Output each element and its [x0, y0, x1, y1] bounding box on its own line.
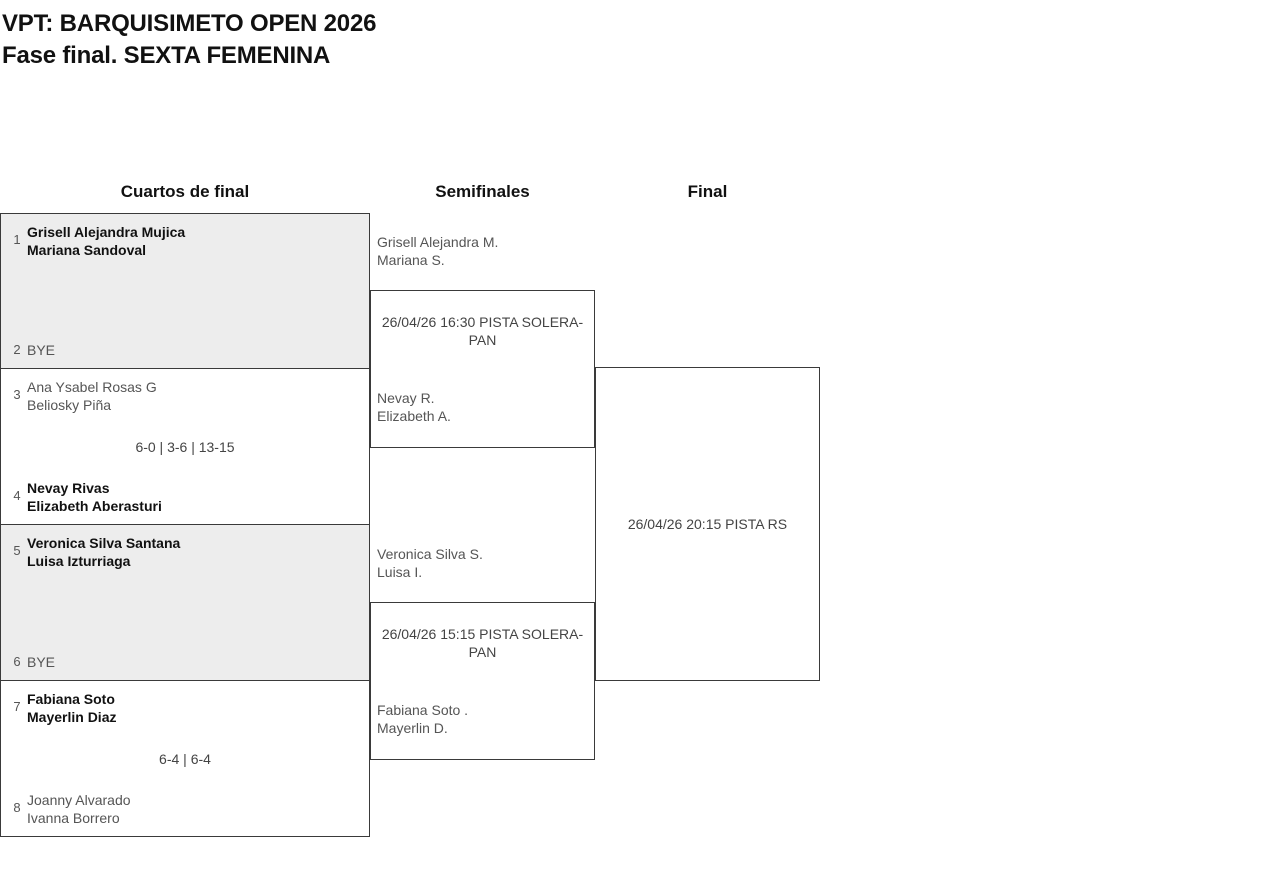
player-name: Mayerlin Diaz [27, 709, 117, 725]
match-score: 6-0 | 3-6 | 13-15 [135, 439, 235, 455]
column-header-final: Final [687, 182, 728, 201]
quarterfinal-match[interactable]: 3 Ana Ysabel Rosas G Beliosky Piña 6-0 |… [0, 369, 370, 525]
player-name: Fabiana Soto . [377, 702, 469, 718]
quarterfinal-match[interactable]: 5 Veronica Silva Santana Luisa Izturriag… [0, 525, 370, 681]
match-slot-bottom[interactable]: 4 Nevay Rivas Elizabeth Aberasturi [1, 479, 369, 515]
semifinal-schedule-box[interactable]: 26/04/26 16:30 PISTA SOLERA-PAN [370, 290, 595, 448]
player-name: Mariana S. [377, 252, 445, 268]
final-match-box[interactable]: 26/04/26 20:15 PISTA RS [595, 367, 820, 681]
player-name: Veronica Silva Santana [27, 535, 181, 551]
match-slot-top[interactable]: 1 Grisell Alejandra Mujica Mariana Sando… [1, 223, 369, 259]
seed-number: 8 [13, 800, 21, 815]
semifinal-team-top: Grisell Alejandra M. Mariana S. [377, 233, 498, 269]
player-name: Ana Ysabel Rosas G [27, 379, 157, 395]
tournament-bracket: Cuartos de final Semifinales Final 1 Gri… [0, 72, 1280, 862]
player-name: Nevay R. [377, 390, 435, 406]
player-name: Ivanna Borrero [27, 810, 120, 826]
bye-label: BYE [27, 654, 56, 670]
match-slot-bottom[interactable]: 2 BYE [1, 341, 369, 359]
player-name: Mariana Sandoval [27, 242, 147, 258]
tournament-title: VPT: BARQUISIMETO OPEN 2026 [2, 10, 377, 37]
team-names: Grisell Alejandra Mujica Mariana Sandova… [27, 223, 185, 259]
semifinal-team-bottom: Nevay R. Elizabeth A. [377, 389, 451, 425]
quarterfinal-match[interactable]: 1 Grisell Alejandra Mujica Mariana Sando… [0, 213, 370, 369]
match-schedule: 26/04/26 16:30 PISTA SOLERA-PAN [381, 314, 584, 348]
page-title: VPT: BARQUISIMETO OPEN 2026 Fase final. … [0, 0, 1280, 72]
semifinal-team-bottom: Fabiana Soto . Mayerlin D. [377, 701, 468, 737]
quarterfinal-match[interactable]: 7 Fabiana Soto Mayerlin Diaz 6-4 | 6-4 8… [0, 681, 370, 837]
column-header-semifinals: Semifinales [435, 182, 530, 201]
player-name: Luisa Izturriaga [27, 553, 131, 569]
player-name: Elizabeth A. [377, 408, 451, 424]
semifinal-match[interactable]: Grisell Alejandra M. Mariana S. 26/04/26… [370, 213, 595, 525]
semifinal-schedule-box[interactable]: 26/04/26 15:15 PISTA SOLERA-PAN [370, 602, 595, 760]
team-names: Ana Ysabel Rosas G Beliosky Piña [27, 378, 157, 414]
match-schedule: 26/04/26 15:15 PISTA SOLERA-PAN [381, 626, 584, 660]
player-name: Veronica Silva S. [377, 546, 483, 562]
seed-number: 1 [13, 232, 21, 247]
column-header-quarterfinals: Cuartos de final [120, 182, 250, 201]
match-score: 6-4 | 6-4 [159, 751, 211, 767]
match-slot-bottom[interactable]: 6 BYE [1, 653, 369, 671]
tournament-subtitle: Fase final. SEXTA FEMENINA [2, 42, 331, 69]
match-slot-top[interactable]: 3 Ana Ysabel Rosas G Beliosky Piña [1, 378, 369, 414]
player-name: Elizabeth Aberasturi [27, 498, 162, 514]
player-name: Grisell Alejandra Mujica [27, 224, 186, 240]
seed-number: 7 [13, 699, 21, 714]
seed-number: 2 [13, 342, 21, 357]
player-name: Grisell Alejandra M. [377, 234, 499, 250]
team-names: Joanny Alvarado Ivanna Borrero [27, 791, 131, 827]
player-name: Beliosky Piña [27, 397, 112, 413]
match-slot-top[interactable]: 5 Veronica Silva Santana Luisa Izturriag… [1, 534, 369, 570]
team-names: Nevay Rivas Elizabeth Aberasturi [27, 479, 162, 515]
player-name: Joanny Alvarado [27, 792, 131, 808]
match-schedule: 26/04/26 20:15 PISTA RS [627, 516, 788, 532]
player-name: Luisa I. [377, 564, 423, 580]
match-slot-bottom[interactable]: 8 Joanny Alvarado Ivanna Borrero [1, 791, 369, 827]
player-name: Fabiana Soto [27, 691, 115, 707]
semifinal-match[interactable]: Veronica Silva S. Luisa I. 26/04/26 15:1… [370, 525, 595, 837]
match-slot-top[interactable]: 7 Fabiana Soto Mayerlin Diaz [1, 690, 369, 726]
player-name: Nevay Rivas [27, 480, 110, 496]
team-names: Veronica Silva Santana Luisa Izturriaga [27, 534, 180, 570]
seed-number: 6 [13, 654, 21, 669]
semifinal-team-top: Veronica Silva S. Luisa I. [377, 545, 483, 581]
team-names: Fabiana Soto Mayerlin Diaz [27, 690, 116, 726]
bye-label: BYE [27, 342, 56, 358]
seed-number: 5 [13, 543, 21, 558]
seed-number: 4 [13, 488, 21, 503]
player-name: Mayerlin D. [377, 720, 448, 736]
seed-number: 3 [13, 387, 21, 402]
